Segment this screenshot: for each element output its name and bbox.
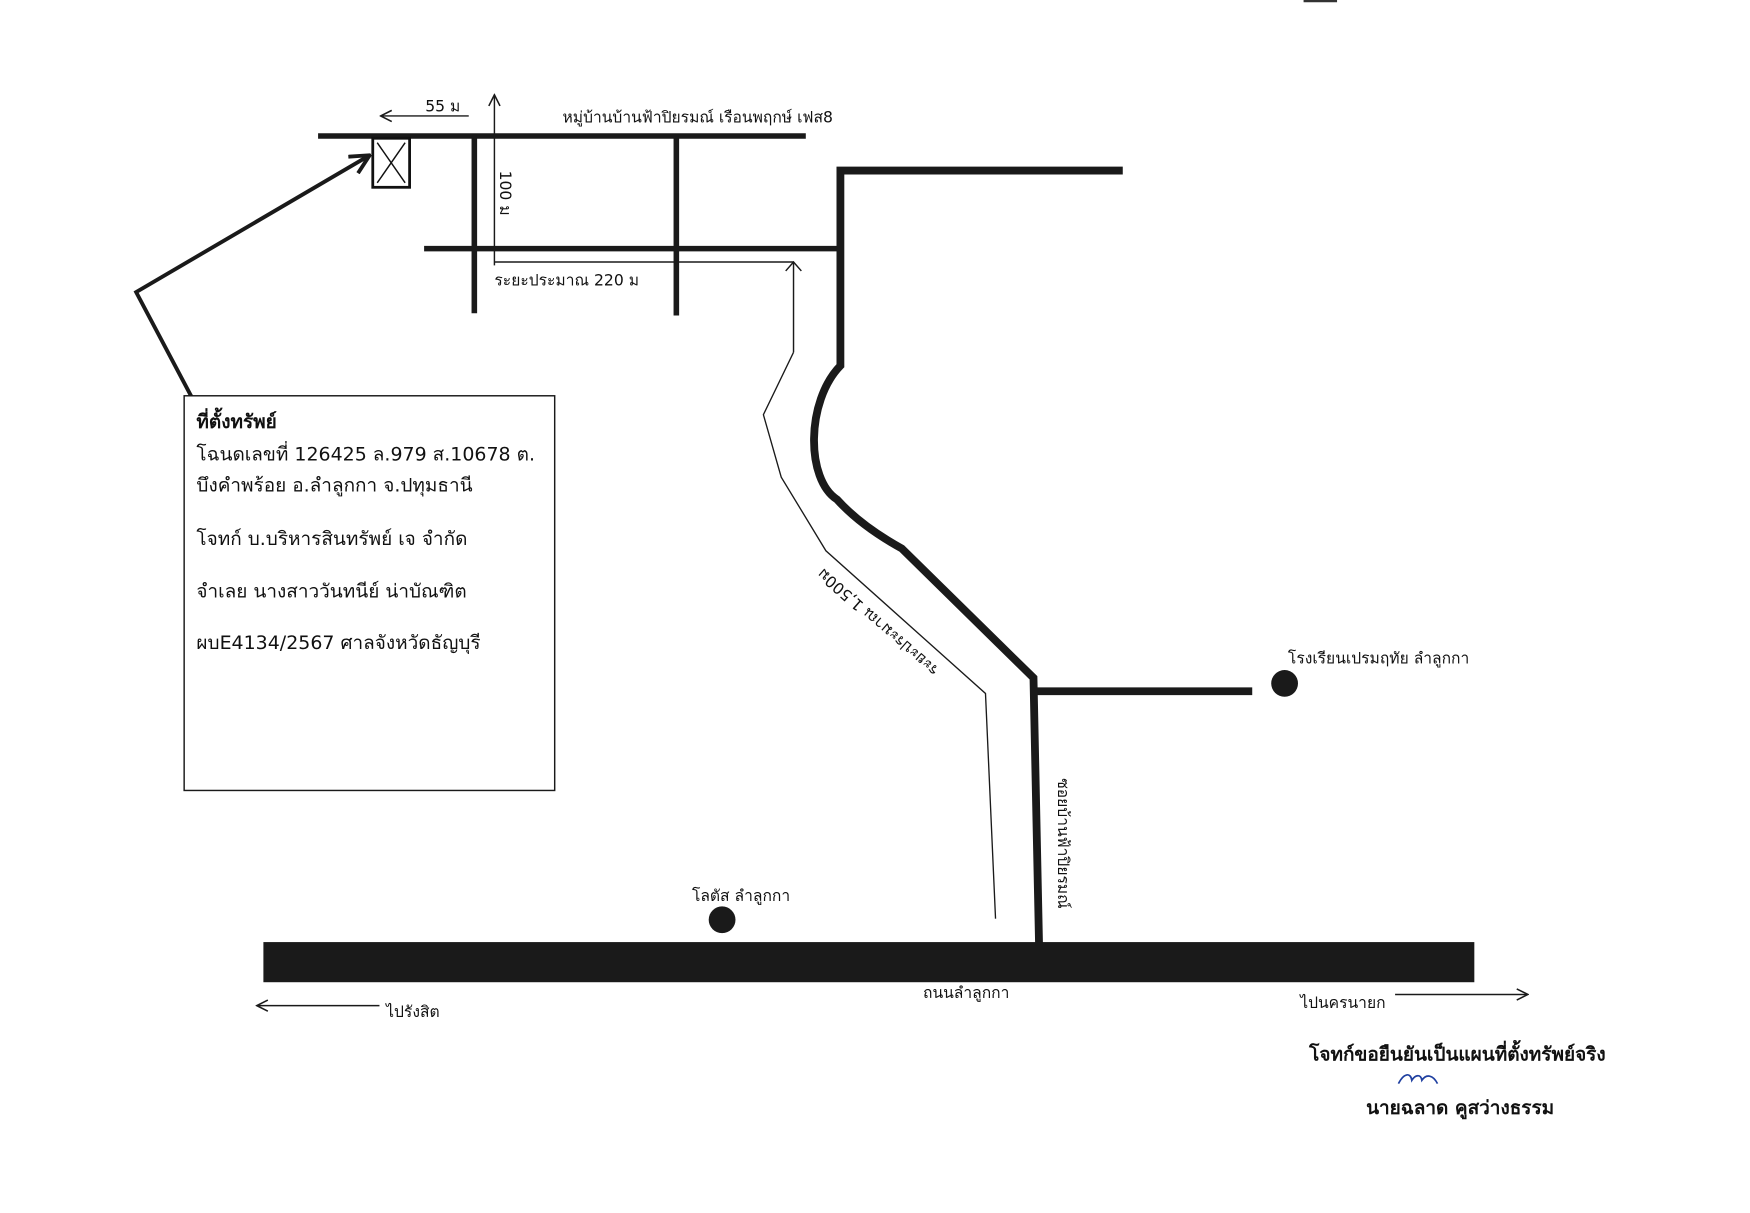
signature-mark	[1397, 1074, 1439, 1085]
plaintiff-line: โจทก์ บ.บริหารสินทรัพย์ เจ จำกัด	[196, 528, 467, 550]
dist-220-label: ระยะประมาณ 220 ม	[494, 271, 639, 289]
property-box-title: ที่ตั้งทรัพย์	[196, 407, 276, 433]
dist-100-label: 100 ม	[496, 171, 514, 216]
school-marker	[1271, 670, 1298, 697]
main-road-label: ถนนลำลูกกา	[923, 984, 1009, 1003]
school-label: โรงเรียนเปรมฤทัย ลำลูกกา	[1288, 648, 1469, 668]
village-roads	[318, 133, 838, 316]
property-location-line: บึงคำพร้อย อ.ลำลูกกา จ.ปทุมธานี	[196, 475, 472, 498]
dist-220-arrowhead	[785, 260, 802, 272]
dist-55-label: 55 ม	[425, 97, 460, 115]
soi-label: ซอยบ้านฟ้าปิยรมณ์	[1054, 778, 1072, 908]
confirmation-statement: โจทก์ขอยืนยันเป็นแผนที่ตั้งทรัพย์จริง	[1308, 1039, 1605, 1065]
property-deed-line: โฉนดเลขที่ 126425 ล.979 ส.10678 ต.	[196, 440, 535, 465]
defendant-line: จำเลย นางสาววันทนีย์ น่าบัณฑิต	[196, 581, 466, 603]
signer-name: นายฉลาด คูสว่างธรรม	[1366, 1097, 1554, 1120]
main-road-lamlukka	[263, 942, 1475, 983]
to-nakhon-nayok-label: ไปนครนายก	[1298, 993, 1385, 1012]
lotus-label: โลตัส ลำลูกกา	[692, 886, 790, 906]
to-rangsit-label: ไปรังสิต	[384, 1002, 439, 1021]
property-pointer-arrow	[133, 156, 368, 412]
dist-1500-label: ระยะประมาณ 1,500ม	[814, 565, 942, 680]
property-marker	[371, 136, 411, 189]
case-number-line: ผบE4134/2567 ศาลจังหวัดธัญบุรี	[196, 632, 480, 655]
lotus-marker	[708, 906, 736, 934]
soi-main-road	[810, 166, 1123, 946]
village-name-label: หมู่บ้านบ้านฟ้าปิยรมณ์ เรือนพฤกษ์ เฟส8	[563, 109, 833, 128]
property-info-box: ที่ตั้งทรัพย์ โฉนดเลขที่ 126425 ล.979 ส.…	[183, 395, 556, 792]
dist-1500-route-line	[762, 352, 997, 919]
